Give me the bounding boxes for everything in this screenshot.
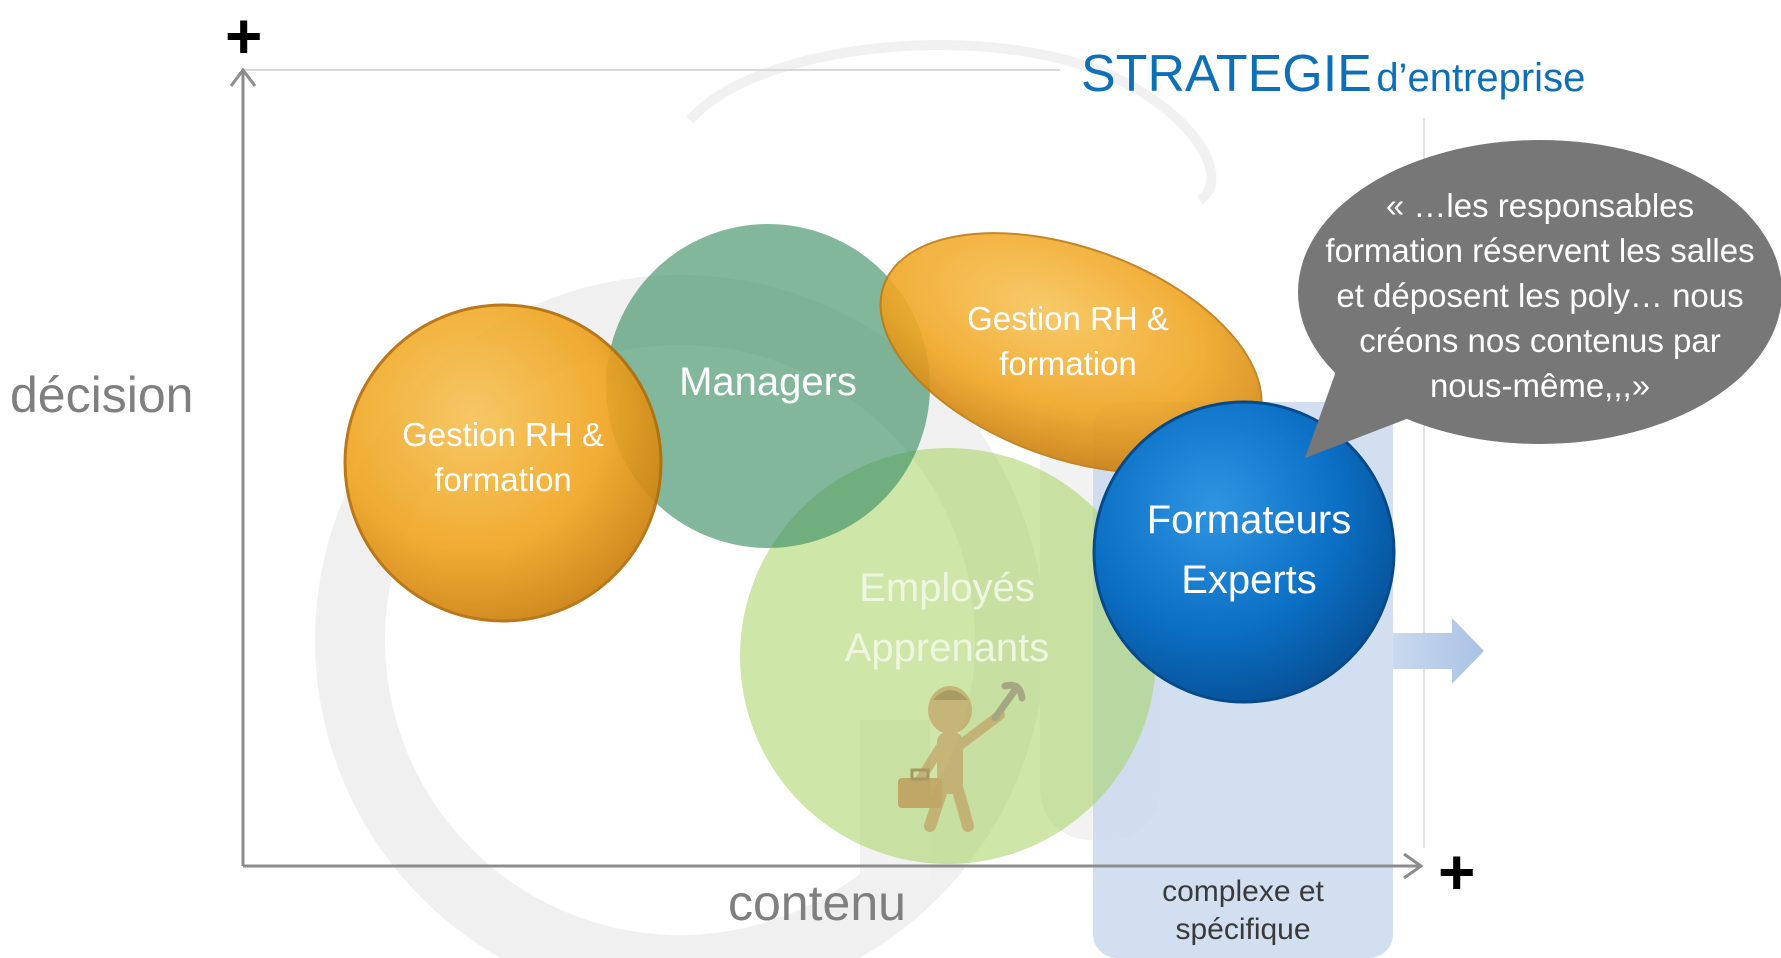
bubble-hr-left-label: Gestion RH & formation — [363, 412, 643, 502]
speech-line2: formation réservent les salles — [1325, 232, 1755, 269]
speech-line3: et déposent les poly… nous — [1336, 277, 1744, 314]
bubble-managers-line1: Managers — [679, 360, 857, 404]
bubble-hr-left-line1: Gestion RH & — [402, 416, 604, 453]
y-axis-label: décision — [10, 367, 194, 423]
complex-zone-line1: complexe et — [1162, 875, 1324, 908]
speech-line4: créons nos contenus par — [1359, 322, 1721, 359]
bubble-employes-label: Employés Apprenants — [807, 558, 1087, 678]
right-arrow-icon — [1393, 618, 1484, 684]
bubble-employes — [740, 448, 1156, 864]
bubble-hr-top-line1: Gestion RH & — [967, 300, 1169, 337]
y-axis-arrowhead — [229, 67, 257, 87]
complex-zone-label: complexe et spécifique — [1093, 873, 1393, 949]
bubble-formateurs — [1092, 400, 1396, 704]
bubble-managers-label: Managers — [628, 356, 908, 408]
bubble-hr-top-label: Gestion RH & formation — [928, 296, 1208, 386]
speech-line1: « …les responsables — [1385, 187, 1695, 224]
bubble-hr-top-line2: formation — [999, 345, 1137, 382]
bubble-formateurs-line2: Experts — [1181, 558, 1317, 602]
speech-bubble-text: « …les responsables formation réservent … — [1310, 183, 1770, 408]
bubble-hr-left-line2: formation — [434, 461, 572, 498]
speech-bubble — [1298, 140, 1781, 458]
bubble-managers — [606, 224, 930, 548]
bubble-employes-line2: Apprenants — [844, 626, 1050, 670]
speech-line5: nous-même,,,» — [1429, 367, 1651, 404]
bubble-formateurs-line1: Formateurs — [1146, 498, 1352, 542]
x-axis-arrowhead — [1403, 852, 1424, 880]
page-title: STRATEGIE d’entreprise — [1081, 44, 1585, 104]
worker-with-wrench-and-toolbox-icon — [898, 681, 1026, 832]
bubble-hr-left — [343, 303, 663, 623]
title-sub: d’entreprise — [1376, 56, 1586, 100]
title-main: STRATEGIE — [1081, 45, 1372, 103]
x-axis-label: contenu — [728, 875, 906, 931]
x-axis-plus: + — [1438, 836, 1476, 908]
bubble-employes-line1: Employés — [859, 566, 1035, 610]
complex-zone-line2: spécifique — [1175, 913, 1311, 946]
y-axis-plus: + — [225, 0, 263, 72]
bubble-formateurs-label: Formateurs Experts — [1109, 490, 1389, 610]
